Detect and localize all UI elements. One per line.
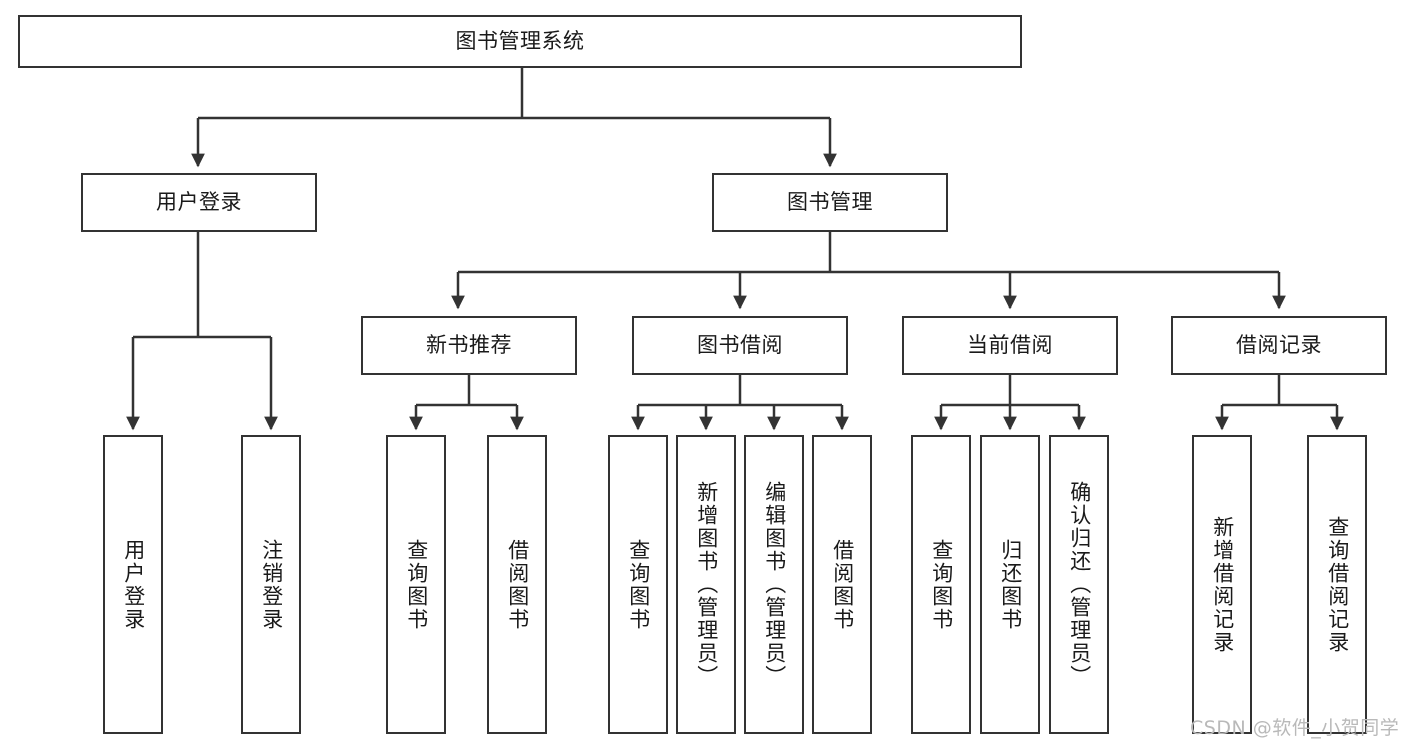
leaf-add-record[interactable]: 新增借阅记录 — [1192, 435, 1252, 734]
node-book-borrow[interactable]: 图书借阅 — [632, 316, 848, 375]
node-user-login-label: 用户登录 — [156, 189, 242, 214]
leaf-edit-book-label: 编辑图书（管理员） — [762, 481, 787, 688]
leaf-user-login[interactable]: 用户登录 — [103, 435, 163, 734]
leaf-query-record[interactable]: 查询借阅记录 — [1307, 435, 1367, 734]
node-borrow-record[interactable]: 借阅记录 — [1171, 316, 1387, 375]
leaf-add-book[interactable]: 新增图书（管理员） — [676, 435, 736, 734]
node-user-login[interactable]: 用户登录 — [81, 173, 317, 232]
leaf-return-book-label: 归还图书 — [998, 538, 1023, 631]
node-current-borrow[interactable]: 当前借阅 — [902, 316, 1118, 375]
leaf-borrow-book-1-label: 借阅图书 — [505, 538, 530, 631]
node-borrow-record-label: 借阅记录 — [1236, 332, 1322, 357]
node-root-label: 图书管理系统 — [455, 28, 585, 53]
node-new-book-recommend[interactable]: 新书推荐 — [361, 316, 577, 375]
leaf-add-record-label: 新增借阅记录 — [1210, 515, 1235, 654]
node-new-book-recommend-label: 新书推荐 — [426, 332, 512, 357]
leaf-add-book-label: 新增图书（管理员） — [694, 481, 719, 688]
leaf-borrow-book-2-label: 借阅图书 — [830, 538, 855, 631]
node-book-management[interactable]: 图书管理 — [712, 173, 948, 232]
leaf-return-book[interactable]: 归还图书 — [980, 435, 1040, 734]
leaf-user-logout[interactable]: 注销登录 — [241, 435, 301, 734]
leaf-query-book-1-label: 查询图书 — [404, 538, 429, 631]
node-book-borrow-label: 图书借阅 — [697, 332, 783, 357]
node-root[interactable]: 图书管理系统 — [18, 15, 1022, 68]
leaf-borrow-book-2[interactable]: 借阅图书 — [812, 435, 872, 734]
leaf-confirm-return-label: 确认归还（管理员） — [1067, 481, 1092, 688]
leaf-query-record-label: 查询借阅记录 — [1325, 515, 1350, 654]
leaf-user-logout-label: 注销登录 — [259, 538, 284, 631]
leaf-edit-book[interactable]: 编辑图书（管理员） — [744, 435, 804, 734]
leaf-borrow-book-1[interactable]: 借阅图书 — [487, 435, 547, 734]
leaf-confirm-return[interactable]: 确认归还（管理员） — [1049, 435, 1109, 734]
node-book-management-label: 图书管理 — [787, 189, 873, 214]
csdn-watermark: CSDN @软件_小贺同学 — [1190, 717, 1400, 739]
leaf-query-book-3-label: 查询图书 — [929, 538, 954, 631]
leaf-user-login-label: 用户登录 — [121, 538, 146, 631]
leaf-query-book-2[interactable]: 查询图书 — [608, 435, 668, 734]
node-current-borrow-label: 当前借阅 — [967, 332, 1053, 357]
leaf-query-book-3[interactable]: 查询图书 — [911, 435, 971, 734]
leaf-query-book-2-label: 查询图书 — [626, 538, 651, 631]
leaf-query-book-1[interactable]: 查询图书 — [386, 435, 446, 734]
